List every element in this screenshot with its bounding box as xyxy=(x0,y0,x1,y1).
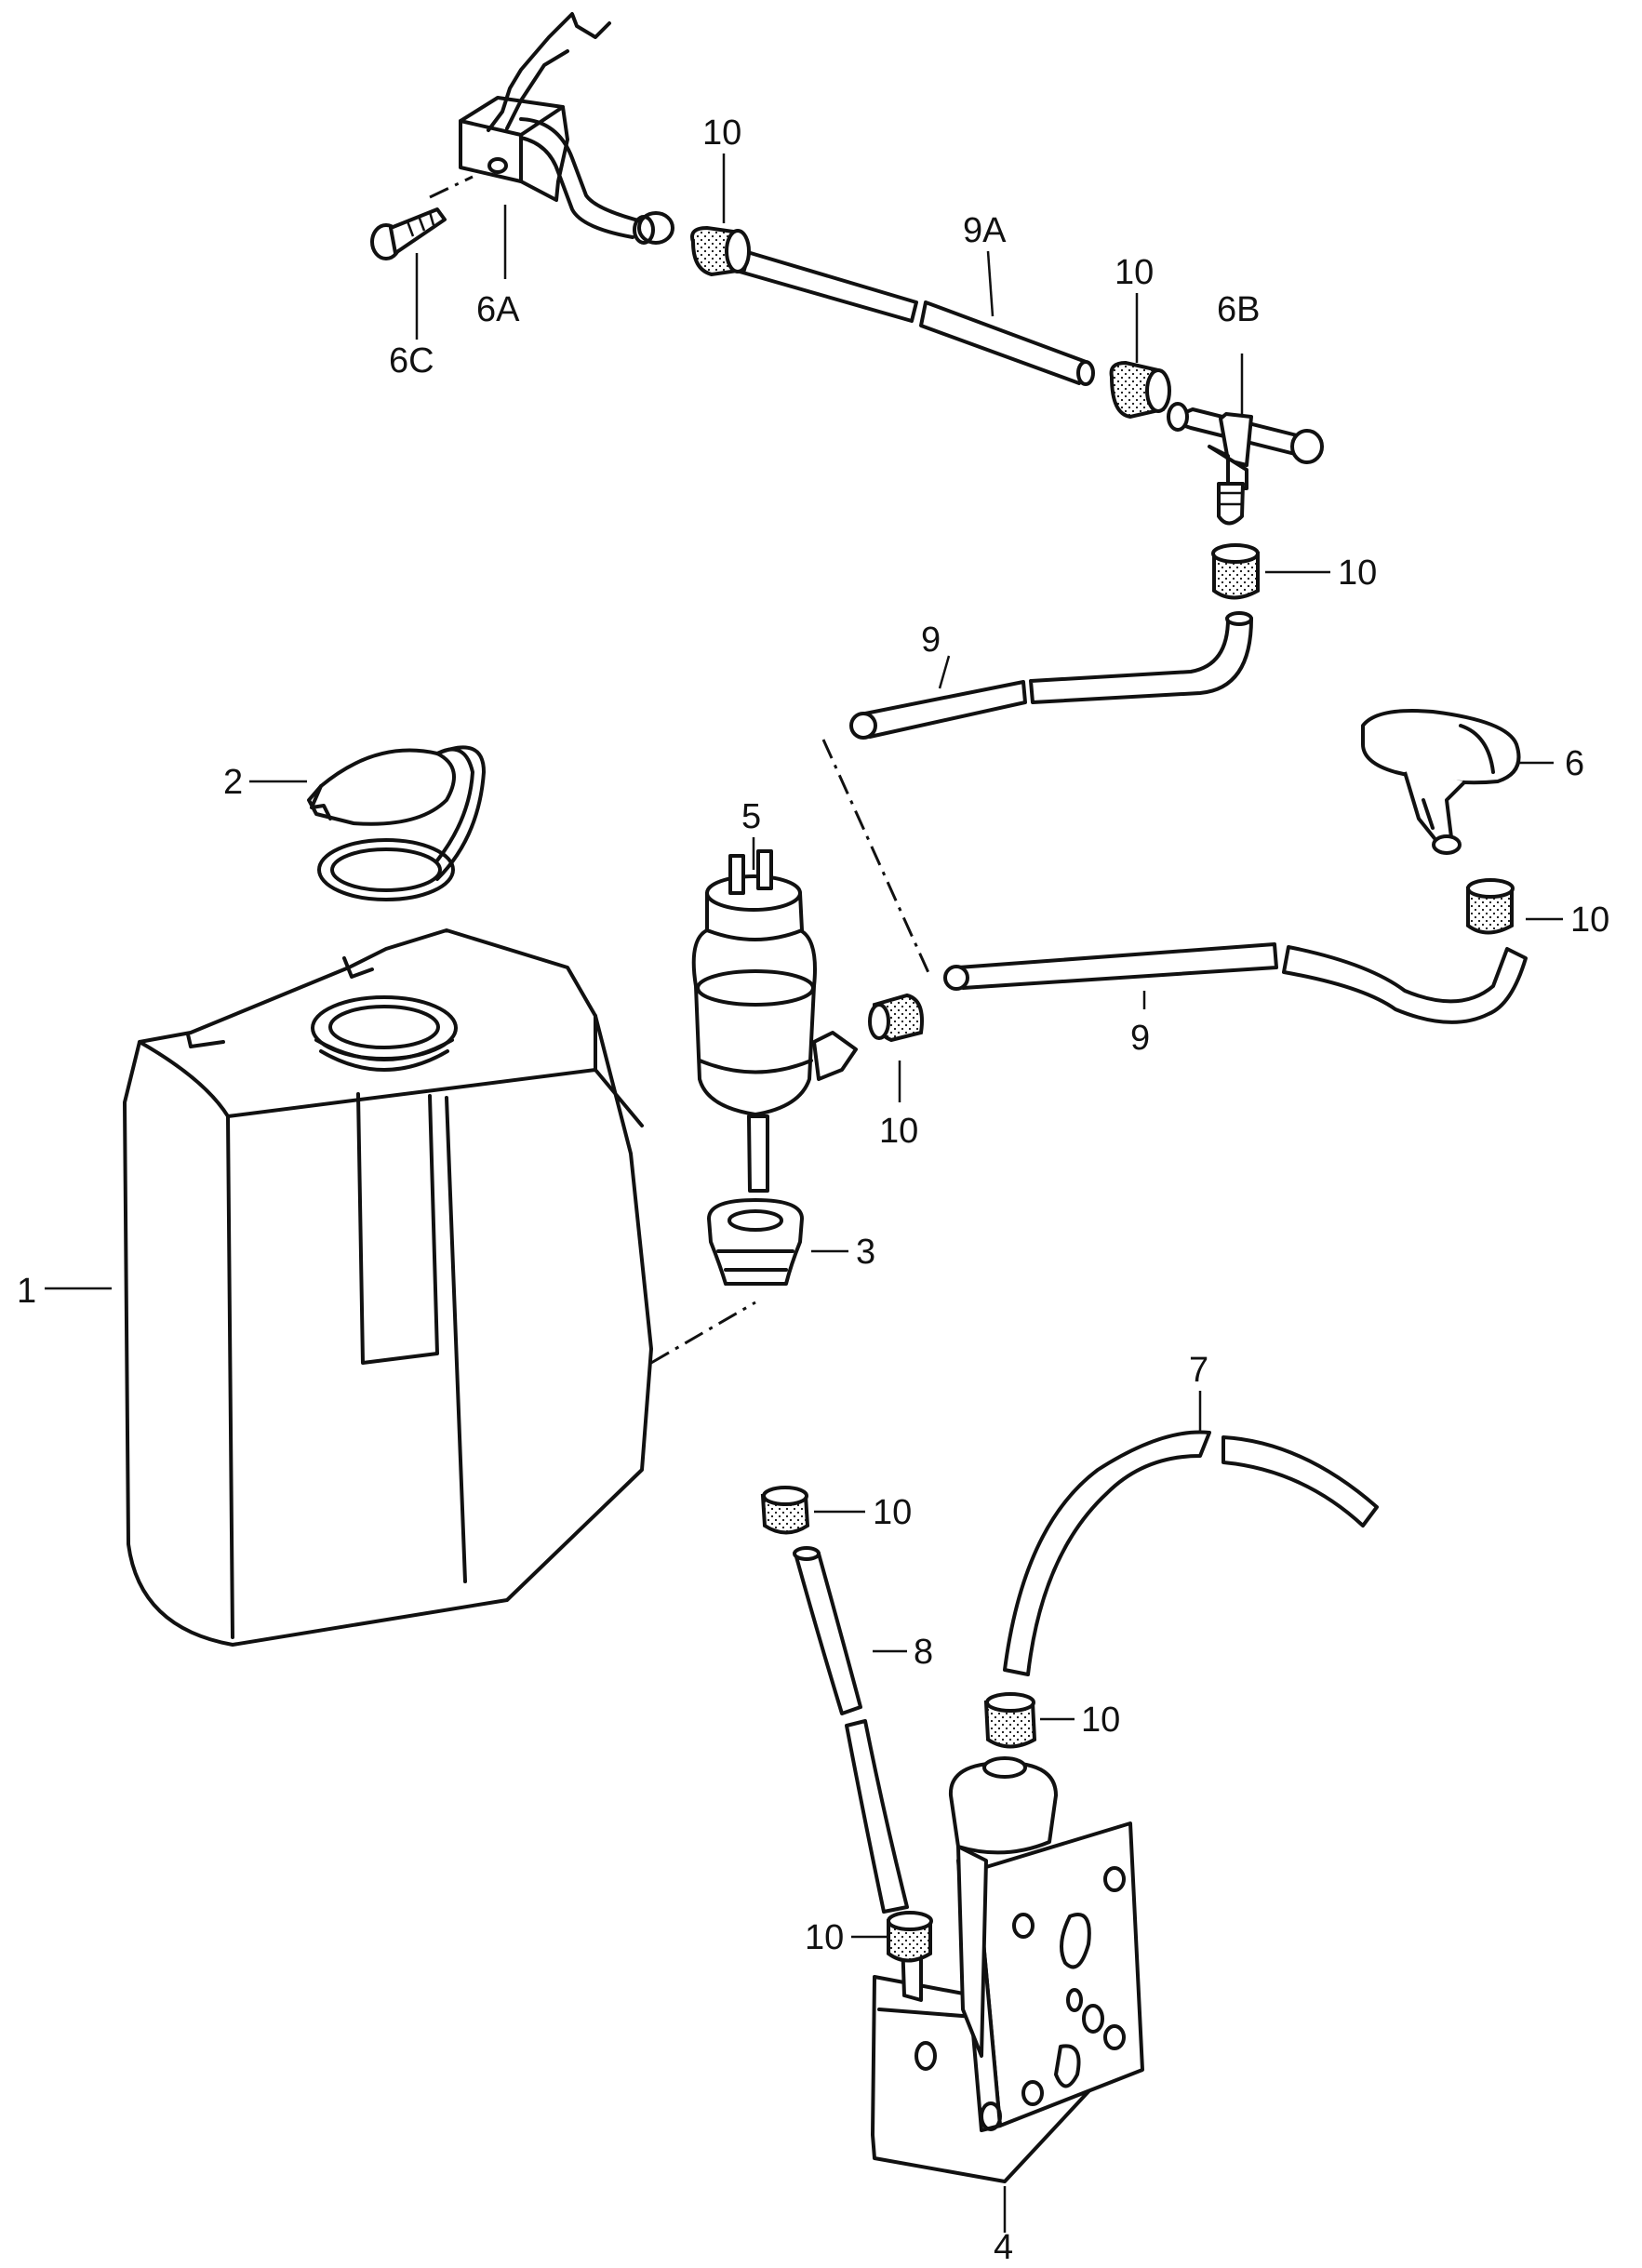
label-part-6: 6 xyxy=(1565,744,1584,783)
rear-pump-assembly xyxy=(871,1756,1144,2183)
label-part-9-upper: 9 xyxy=(921,620,941,660)
sleeve-nozzle xyxy=(1466,878,1515,935)
jet-bracket xyxy=(459,12,674,245)
hose-9-lower xyxy=(943,942,1528,1024)
label-sleeve-hose7: 10 xyxy=(1081,1701,1120,1740)
label-sleeve-hose8-bottom: 10 xyxy=(805,1918,844,1957)
label-part-7: 7 xyxy=(1189,1351,1208,1390)
hose-7 xyxy=(1003,1430,1379,1676)
label-part-8: 8 xyxy=(914,1633,933,1672)
label-sleeve-tee: 10 xyxy=(1338,554,1377,593)
washer-pump xyxy=(691,849,858,1193)
label-sleeve-top-right: 10 xyxy=(1115,253,1154,292)
label-part-2: 2 xyxy=(223,763,243,802)
leader-lines xyxy=(45,153,1563,2233)
reservoir-cap xyxy=(307,745,486,901)
label-part-9a: 9A xyxy=(963,211,1007,250)
label-sleeve-nozzle: 10 xyxy=(1570,901,1609,940)
label-sleeve-top-left: 10 xyxy=(702,113,741,153)
label-sleeve-pump: 10 xyxy=(879,1112,918,1151)
hose-9a xyxy=(734,249,1095,386)
label-part-1: 1 xyxy=(17,1272,36,1311)
label-part-4: 4 xyxy=(994,2228,1013,2263)
assembly-lines xyxy=(429,175,932,1365)
label-part-6a: 6A xyxy=(476,290,520,329)
connector-sleeves xyxy=(690,225,1515,1963)
label-sleeve-hose8-top: 10 xyxy=(873,1493,912,1532)
t-piece-connector xyxy=(1167,402,1324,526)
sleeve-hose8-bottom xyxy=(887,1911,933,1963)
hose-8 xyxy=(793,1546,909,1914)
screw xyxy=(370,207,447,260)
grommet xyxy=(707,1198,804,1286)
sleeve-hose7 xyxy=(983,1692,1037,1749)
hose-9-upper xyxy=(849,611,1253,740)
label-part-5: 5 xyxy=(741,797,761,836)
sleeve-hose8-top xyxy=(760,1486,810,1535)
washer-nozzle xyxy=(1361,709,1521,855)
reservoir-tank xyxy=(123,928,653,1647)
sleeve-top-right xyxy=(1109,360,1171,420)
sleeve-top-left xyxy=(690,225,751,277)
label-part-3: 3 xyxy=(856,1233,875,1272)
sleeve-tee xyxy=(1211,543,1260,600)
label-part-6c: 6C xyxy=(389,341,434,380)
callout-labels: 1 2 3 4 5 6 6A 6B 6C 7 8 9 9 9A 10 10 10… xyxy=(17,113,1609,2267)
sleeve-pump xyxy=(868,993,924,1043)
label-part-6b: 6B xyxy=(1217,290,1260,329)
label-part-9-lower: 9 xyxy=(1130,1019,1150,1058)
